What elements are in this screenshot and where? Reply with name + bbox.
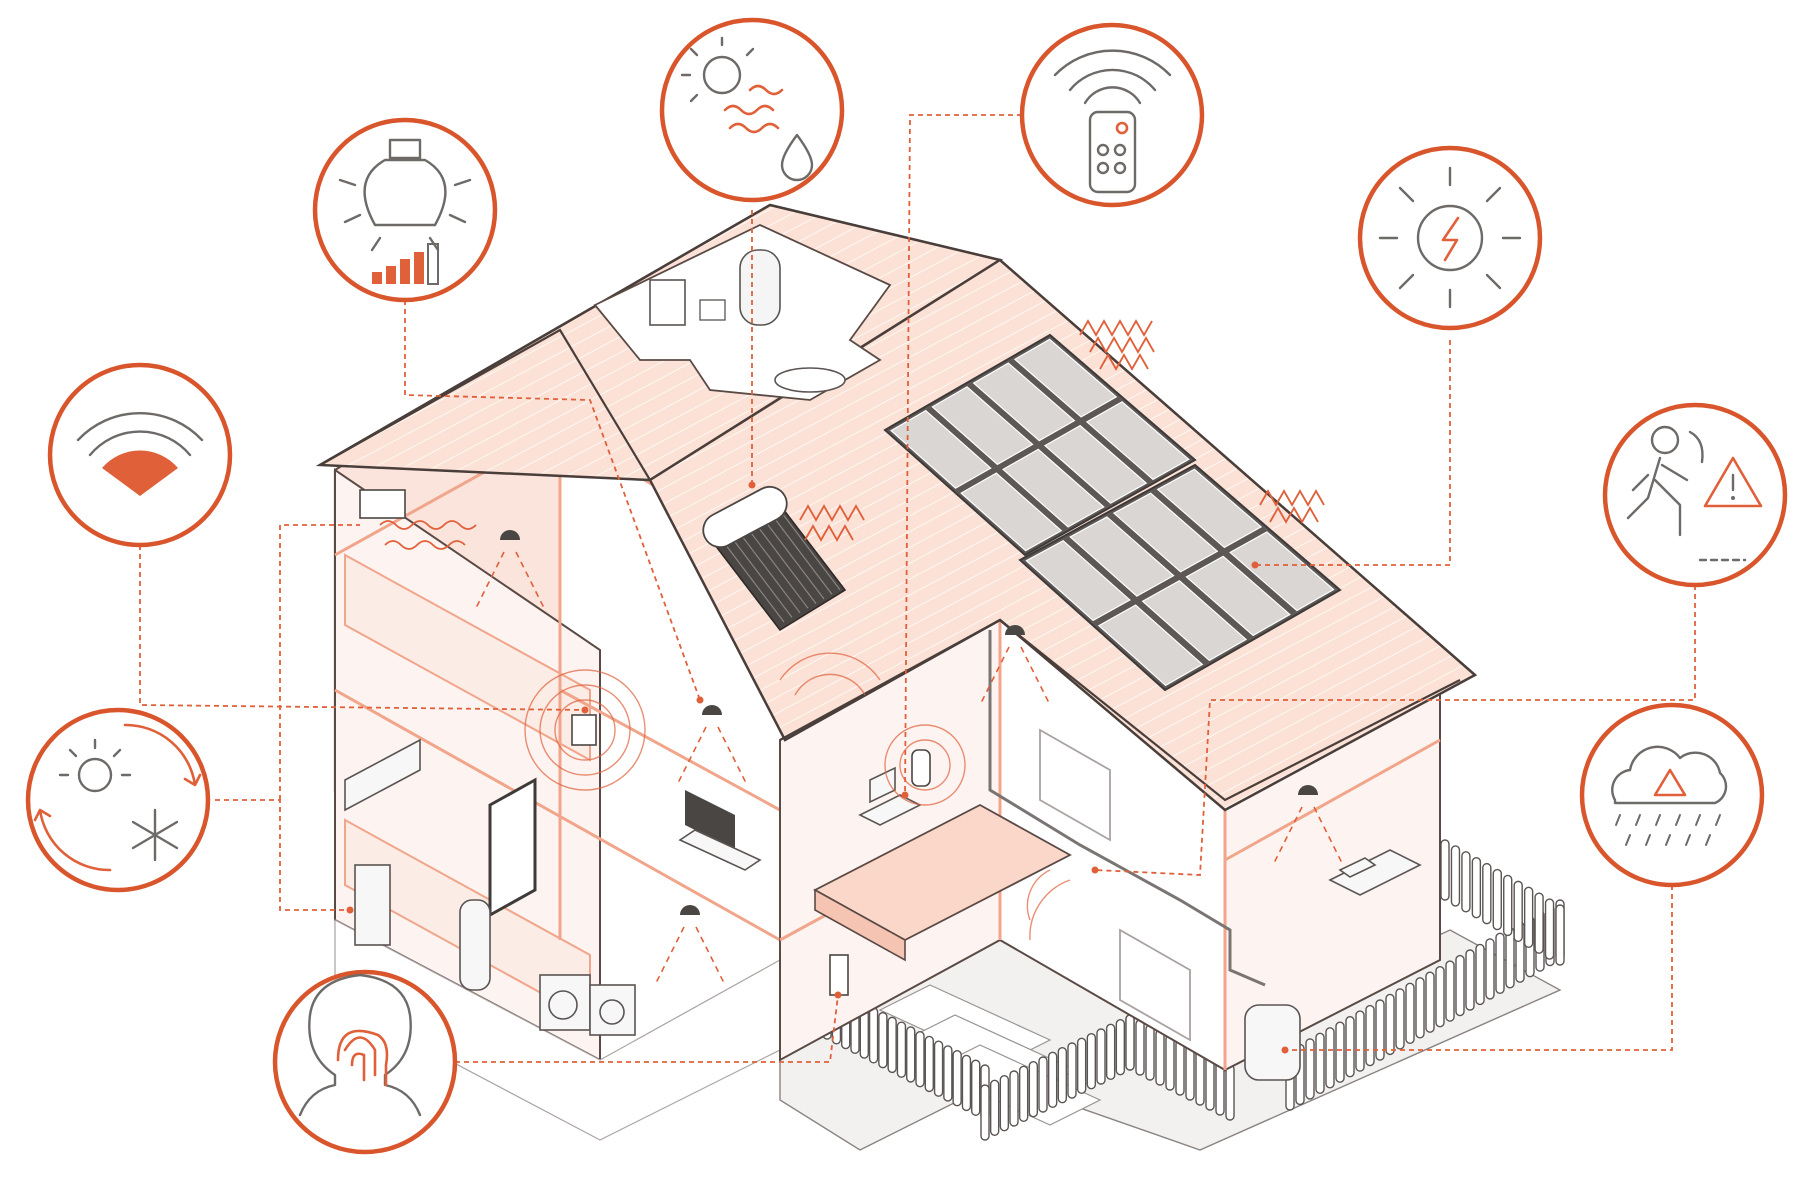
- wifi-remote-icon: [1053, 49, 1172, 194]
- connector-lines: [139, 114, 1696, 1063]
- heat-pump-unit: [354, 864, 391, 946]
- feature-rainwater-recycling: [1579, 702, 1765, 888]
- feature-biometric-access: [272, 969, 458, 1155]
- feature-smart-lighting: [312, 117, 498, 303]
- walking-person-warning-icon: [1626, 425, 1763, 562]
- rainwater-tank: [1244, 1004, 1301, 1081]
- feature-motion-detection: [1602, 402, 1788, 588]
- signal-waves: [524, 652, 1071, 941]
- solar-panel-cells-upper: [890, 338, 1190, 552]
- ceiling-lights: [474, 530, 1344, 986]
- interior-appliances: [344, 489, 1422, 1081]
- smart-speaker: [911, 749, 931, 787]
- wifi-icon: [76, 412, 204, 496]
- attic-bathroom: [649, 249, 846, 393]
- solar-water-heater: [702, 485, 847, 632]
- television: [678, 790, 762, 871]
- feature-climate-control: [25, 707, 211, 893]
- kitchen-counter: [344, 738, 421, 812]
- cloud-rain-recycle-icon: [1611, 745, 1728, 846]
- feature-solar-water-heating: [659, 17, 845, 203]
- solar-panel-cells-lower: [1025, 468, 1335, 687]
- water-heater-tank: [459, 899, 491, 991]
- feature-solar-power: [1357, 145, 1543, 331]
- smart-panel: [829, 954, 849, 996]
- feature-remote-control: [1019, 22, 1205, 208]
- sun-lightning-icon: [1378, 166, 1522, 309]
- heat-waves: [379, 319, 1325, 550]
- fingerprint-head-icon: [298, 973, 422, 1117]
- sun-snowflake-cycle-icon: [33, 723, 202, 872]
- solar-panel-array: [883, 333, 1342, 692]
- wall-thermostat: [571, 714, 597, 746]
- sun-heat-water-icon: [680, 36, 814, 182]
- living-room-desk: [1328, 849, 1422, 896]
- feature-wifi-connectivity: [47, 362, 233, 548]
- washing-machines: [539, 974, 636, 1036]
- light-bulb-icon: [338, 138, 472, 285]
- radiator: [359, 489, 406, 519]
